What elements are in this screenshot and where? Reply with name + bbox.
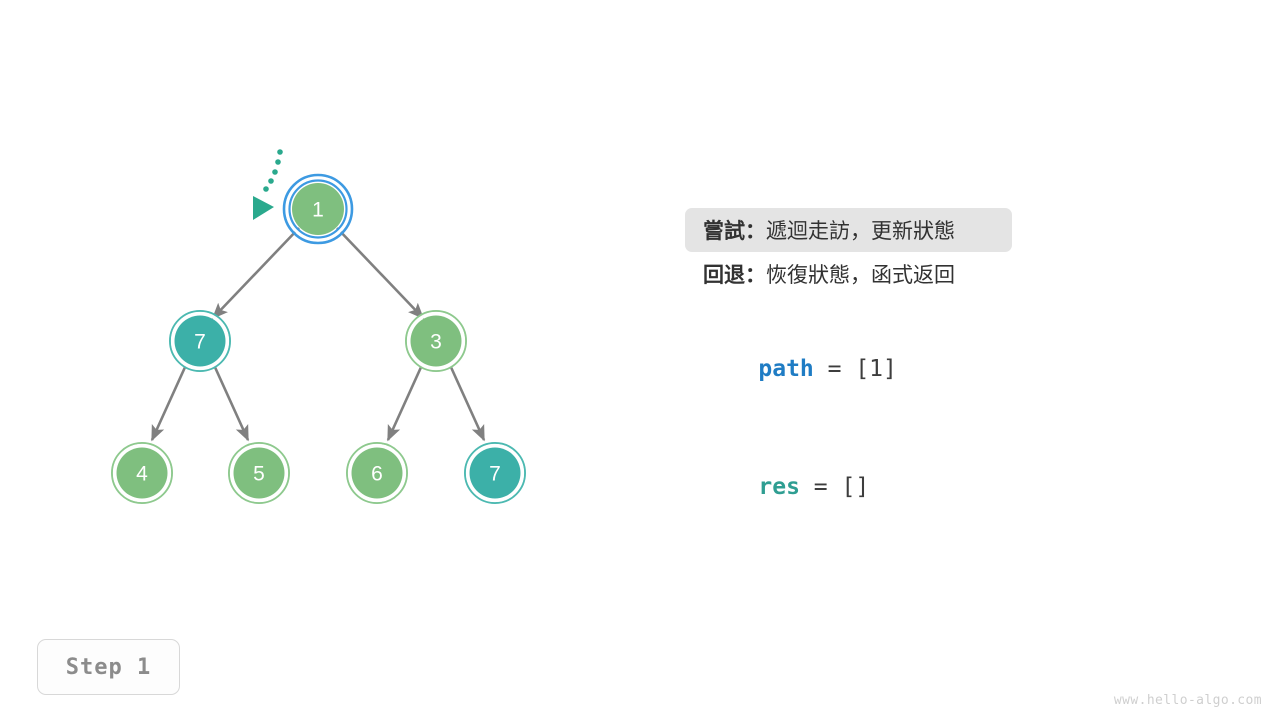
node-white-gap <box>347 443 407 503</box>
phase-desc-backtrack: 恢復狀態，函式返回 <box>766 263 955 287</box>
node-body <box>351 447 403 499</box>
edge-1-to-3 <box>336 227 425 320</box>
pointer-arrow-icon <box>253 196 274 220</box>
node-value: 5 <box>253 463 265 486</box>
node-value: 7 <box>194 331 206 354</box>
node-body <box>174 315 226 367</box>
node-body <box>116 447 168 499</box>
phase-row-backtrack: 回退： 恢復狀態，函式返回 <box>685 252 1012 296</box>
binary-tree-diagram: 1 7 3 4 <box>111 149 526 504</box>
node-outer-ring <box>228 442 290 504</box>
info-panel: 嘗試： 遞迴走訪，更新狀態 回退： 恢復狀態，函式返回 <box>685 208 1205 296</box>
node-outer-ring <box>285 176 351 242</box>
tree-node-7-right[interactable]: 7 <box>464 442 526 504</box>
pointer-dot <box>268 178 274 184</box>
recursion-pointer <box>253 149 283 220</box>
edge-1-to-7L <box>211 227 300 320</box>
node-body <box>410 315 462 367</box>
node-value: 6 <box>371 463 383 486</box>
node-value: 4 <box>136 463 148 486</box>
pointer-dot <box>263 186 269 192</box>
tree-edges <box>150 227 486 442</box>
node-outer-ring <box>111 442 173 504</box>
tree-node-3[interactable]: 3 <box>405 310 467 372</box>
node-white-gap <box>112 443 172 503</box>
node-body <box>233 447 285 499</box>
edge-3-to-7R <box>448 364 486 442</box>
edge-3-to-6 <box>386 364 424 442</box>
node-white-gap <box>406 311 466 371</box>
phase-desc-try: 遞迴走訪，更新狀態 <box>766 219 955 243</box>
phase-label-try: 嘗試： <box>703 219 766 243</box>
variable-res: res = [] <box>703 448 869 526</box>
node-outer-ring <box>169 310 231 372</box>
tree-node-4[interactable]: 4 <box>111 442 173 504</box>
node-value: 1 <box>312 199 324 222</box>
watermark: www.hello-algo.com <box>1113 693 1262 708</box>
variable-value-res: = [] <box>799 474 870 500</box>
tree-node-5[interactable]: 5 <box>228 442 290 504</box>
node-white-gap <box>229 443 289 503</box>
node-body <box>292 183 344 235</box>
edge-7L-to-4 <box>150 364 188 442</box>
tree-nodes: 1 7 3 4 <box>111 173 526 504</box>
variable-name-res: res <box>758 474 800 500</box>
node-body <box>469 447 521 499</box>
node-outer-ring <box>464 442 526 504</box>
node-active-ring <box>282 173 354 245</box>
node-outer-ring <box>405 310 467 372</box>
step-badge: Step 1 <box>37 639 180 695</box>
node-inner-ring <box>288 179 348 239</box>
variable-value-path: = [1] <box>813 356 897 382</box>
variable-path: path = [1] <box>703 330 897 408</box>
phase-row-try: 嘗試： 遞迴走訪，更新狀態 <box>685 208 1012 252</box>
edge-7L-to-5 <box>212 364 250 442</box>
variable-name-path: path <box>758 356 814 382</box>
node-white-gap <box>170 311 230 371</box>
pointer-dot <box>272 169 278 175</box>
node-value: 7 <box>489 463 501 486</box>
pointer-dot <box>275 159 281 165</box>
node-value: 3 <box>430 331 442 354</box>
tree-node-6[interactable]: 6 <box>346 442 408 504</box>
node-white-gap <box>465 443 525 503</box>
phase-label-backtrack: 回退： <box>703 263 766 287</box>
pointer-dot <box>277 149 283 155</box>
tree-node-1[interactable]: 1 <box>282 173 354 245</box>
tree-node-7-left[interactable]: 7 <box>169 310 231 372</box>
node-outer-ring <box>346 442 408 504</box>
